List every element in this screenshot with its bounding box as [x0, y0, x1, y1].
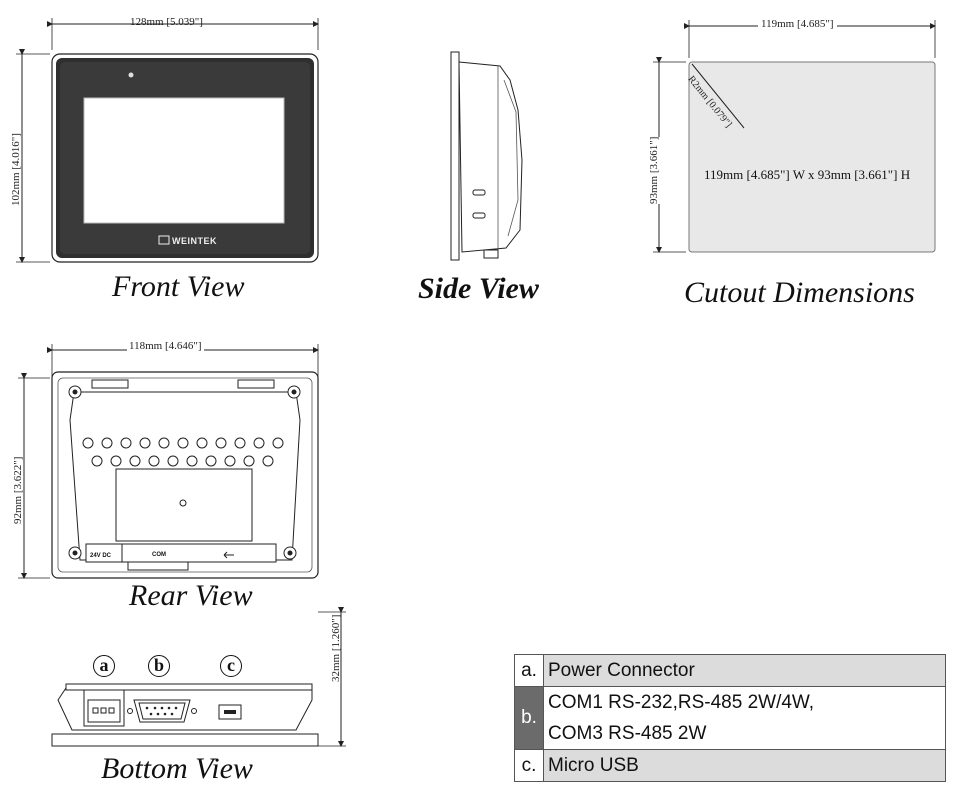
legend-key-b: b. — [514, 686, 544, 750]
front-view-drawing — [16, 18, 319, 263]
rear-height-label: 92mm [3.622"] — [12, 456, 24, 524]
rear-width-label: 118mm [4.646"] — [127, 340, 204, 352]
front-height-label: 102mm [4.016"] — [10, 133, 22, 206]
legend-value-a: Power Connector — [543, 654, 946, 687]
marker-b: b — [148, 655, 170, 677]
cutout-width-label: 119mm [4.685"] — [758, 18, 837, 30]
legend-text: COM3 RS-485 2W — [548, 723, 707, 744]
legend-key-c: c. — [514, 749, 544, 782]
legend-text: COM1 RS-232,RS-485 2W/4W, — [548, 692, 815, 713]
port-legend-table: a. Power Connector b. COM1 RS-232,RS-485… — [514, 654, 946, 782]
cutout-title: Cutout Dimensions — [684, 276, 915, 309]
cutout-size-text: 119mm [4.685"] W x 93mm [3.661"] H — [704, 167, 911, 182]
legend-row-c: c. Micro USB — [514, 749, 946, 782]
legend-row-a: a. Power Connector — [514, 654, 946, 687]
rear-power-label: 24V DC — [90, 553, 112, 559]
legend-text: Micro USB — [548, 755, 639, 776]
side-view-title: Side View — [418, 272, 539, 305]
marker-c: c — [220, 655, 242, 677]
bottom-view-drawing — [51, 607, 346, 747]
side-view-drawing — [450, 51, 523, 261]
brand-logo: WEINTEK — [172, 236, 217, 246]
front-view-title: Front View — [112, 270, 245, 303]
legend-key-a: a. — [514, 654, 544, 687]
front-width-label: 128mm [5.039"] — [130, 16, 203, 28]
legend-value-c: Micro USB — [543, 749, 946, 782]
cutout-drawing — [653, 20, 936, 253]
rear-com-port-label: COM — [152, 552, 166, 558]
rear-view-drawing — [18, 344, 319, 579]
legend-row-b: b. COM1 RS-232,RS-485 2W/4W, COM3 RS-485… — [514, 686, 946, 750]
bottom-view-title: Bottom View — [101, 752, 253, 785]
cutout-height-label: 93mm [3.661"] — [648, 136, 660, 204]
marker-a: a — [93, 655, 115, 677]
legend-value-b: COM1 RS-232,RS-485 2W/4W, COM3 RS-485 2W — [543, 686, 946, 750]
bottom-depth-label: 32mm [1.260"] — [330, 614, 342, 682]
rear-view-title: Rear View — [129, 579, 253, 612]
legend-text: Power Connector — [548, 660, 695, 681]
